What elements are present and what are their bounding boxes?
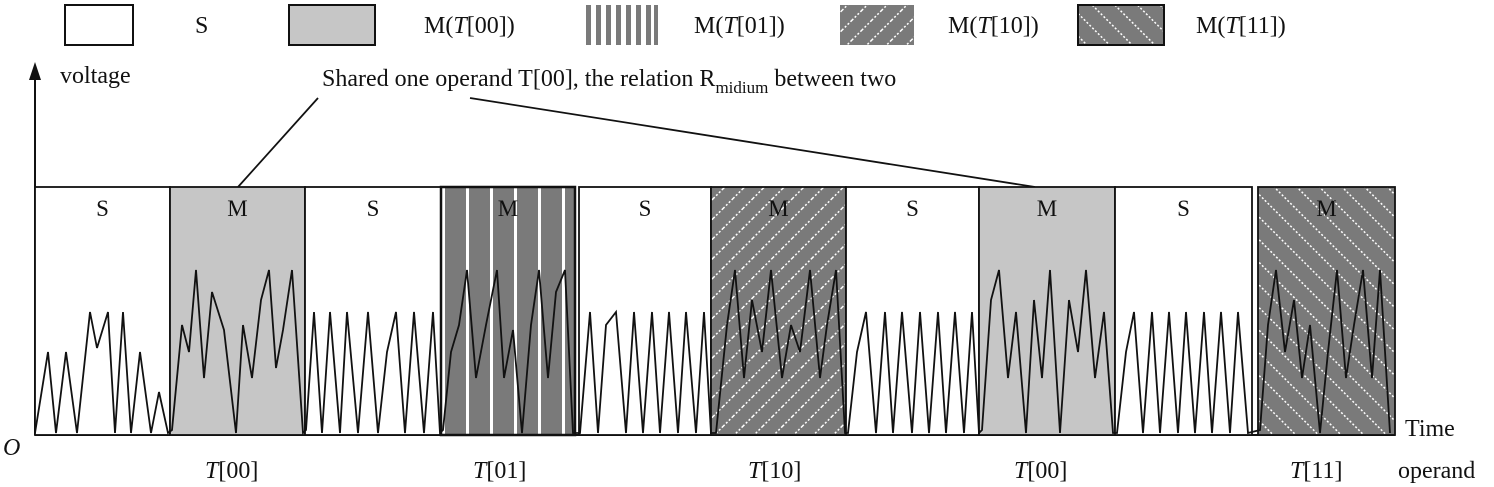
annotation: Shared one operand T[00], the relation R… <box>237 66 1036 188</box>
operand-label-5: T[11] <box>1290 458 1342 484</box>
y-axis-label: voltage <box>60 63 131 89</box>
segment-label-1: S <box>96 196 109 221</box>
segment-5 <box>578 186 712 436</box>
segment-7 <box>845 186 980 436</box>
annotation-pointer-left <box>237 97 319 188</box>
legend-swatch-m10 <box>840 5 914 45</box>
legend-item-m00: M(T[00]) <box>288 4 515 46</box>
y-axis-arrow-icon <box>29 62 41 80</box>
segment-label-8: M <box>1037 196 1057 221</box>
legend-label-s: S <box>195 13 208 39</box>
x-axis-label: Time <box>1405 416 1455 442</box>
segment-label-9: S <box>1177 196 1190 221</box>
segment-1 <box>34 186 171 436</box>
segment-label-2: M <box>227 196 247 221</box>
operand-label-3: T[10] <box>748 458 801 484</box>
legend-item-m11: M(T[11]) <box>1077 4 1286 46</box>
legend-label-m10: M(T[10]) <box>948 13 1039 39</box>
legend-swatch-m11 <box>1077 4 1165 46</box>
segment-10 <box>1257 186 1396 436</box>
segment-6 <box>710 186 847 436</box>
legend-item-m10: M(T[10]) <box>840 5 1039 45</box>
segment-label-6: M <box>768 196 788 221</box>
operand-axis-label: operand <box>1398 458 1475 484</box>
segment-label-7: S <box>906 196 919 221</box>
operand-labels: T[00] T[01] T[10] T[00] T[11] <box>205 458 1342 484</box>
segment-9 <box>1114 186 1253 436</box>
legend-item-s: S <box>64 4 208 46</box>
operand-label-2: T[01] <box>473 458 526 484</box>
legend: S M(T[00]) M(T[01]) M(T[10]) <box>64 4 1286 46</box>
legend-swatch-s <box>64 4 134 46</box>
voltage-waveform <box>34 269 1391 436</box>
legend-swatch-m00 <box>288 4 376 46</box>
legend-label-m00: M(T[00]) <box>424 13 515 39</box>
annotation-pointer-right <box>469 97 1036 188</box>
annotation-text: Shared one operand T[00], the relation R… <box>322 66 896 97</box>
legend-label-m01: M(T[01]) <box>694 13 785 39</box>
segment-label-5: S <box>639 196 652 221</box>
legend-label-m11: M(T[11]) <box>1196 13 1286 39</box>
legend-swatch-m01 <box>586 5 658 45</box>
segment-label-10: M <box>1316 196 1336 221</box>
operand-label-4: T[00] <box>1014 458 1067 484</box>
origin-label: O <box>3 435 20 461</box>
segment-label-3: S <box>367 196 380 221</box>
segment-3 <box>304 186 442 436</box>
segment-4 <box>439 185 577 437</box>
segment-label-4: M <box>498 196 518 221</box>
operand-label-1: T[00] <box>205 458 258 484</box>
legend-item-m01: M(T[01]) <box>586 5 785 45</box>
